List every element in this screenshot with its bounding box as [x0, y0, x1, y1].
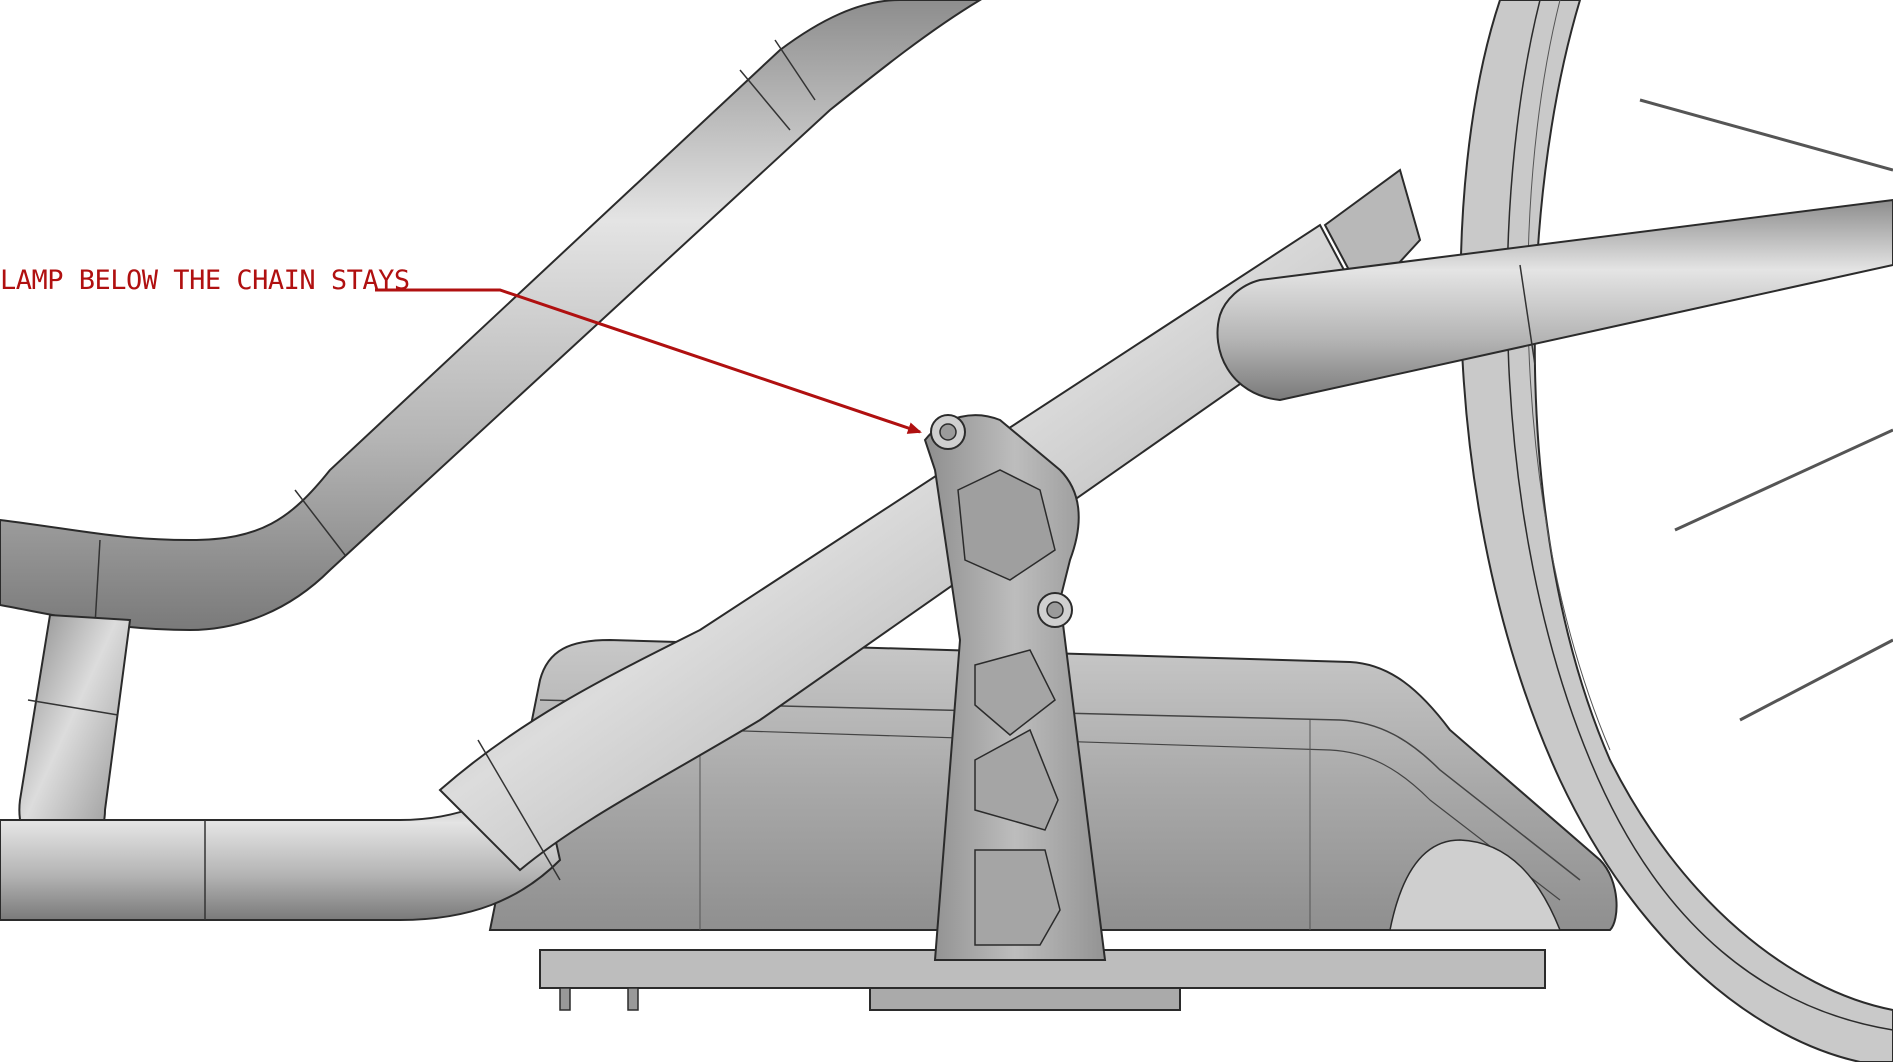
annotation-leader	[375, 288, 922, 434]
top-tube	[0, 0, 982, 632]
seat-stay	[1216, 198, 1893, 402]
lamp-clamp-bracket	[923, 414, 1107, 961]
bracket-cutout	[974, 728, 1059, 831]
spoke	[1639, 98, 1893, 172]
bracket-cutout	[974, 849, 1061, 946]
lower-tube-left	[0, 768, 562, 921]
bracket-cutout	[974, 649, 1056, 736]
mount-pin	[559, 987, 571, 1011]
annotation-label: LAMP BELOW THE CHAIN STAYS	[0, 265, 410, 296]
spoke	[1674, 428, 1893, 532]
spoke	[1739, 638, 1893, 722]
mount-pin	[627, 987, 639, 1011]
lamp-mount-plate	[869, 987, 1181, 1011]
rear-wheel	[1459, 0, 1893, 1062]
clamp-window	[957, 469, 1056, 581]
chain-stay	[438, 168, 1422, 881]
